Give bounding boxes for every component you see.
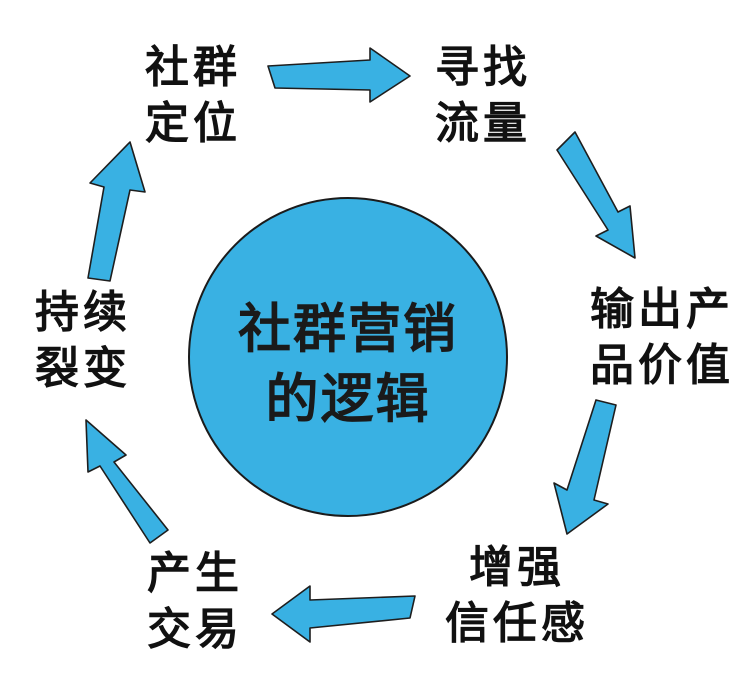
arrow-down-right-icon [556,131,636,259]
center-title-line-2: 的逻辑 [265,369,431,430]
step-label-line-1: 社群 [145,42,241,93]
step-label-line-2: 定位 [145,98,241,149]
step-label-line-1: 输出产 [590,284,734,335]
step-label-line-1: 产生 [147,548,243,599]
step-label-line-2: 品价值 [590,340,734,391]
arrow-left-icon [271,585,416,643]
center-circle [188,197,508,517]
center-title: 社群营销 的逻辑 [188,295,508,435]
arrow-up-left-icon [85,419,169,544]
step-label-line-2: 交易 [147,604,243,655]
arrow-down-left-icon [553,399,617,535]
step-label-line-2: 裂变 [35,343,131,394]
step-label-line-1: 持续 [35,287,131,338]
step-build-trust: 增强 信任感 [432,540,602,652]
step-label-line-1: 增强 [469,542,565,593]
step-deliver-product-value: 输出产 品价值 [577,282,747,394]
arrow-up-right-icon [87,141,146,282]
step-label-line-2: 信任感 [445,598,589,649]
step-generate-transaction: 产生 交易 [130,546,260,658]
step-community-positioning: 社群 定位 [128,40,258,152]
arrow-right-icon [267,47,411,103]
step-label-line-2: 流量 [435,98,531,149]
step-find-traffic: 寻找 流量 [418,40,548,152]
center-title-line-1: 社群营销 [238,299,458,360]
step-label-line-1: 寻找 [435,42,531,93]
step-continuous-fission: 持续 裂变 [18,285,148,397]
